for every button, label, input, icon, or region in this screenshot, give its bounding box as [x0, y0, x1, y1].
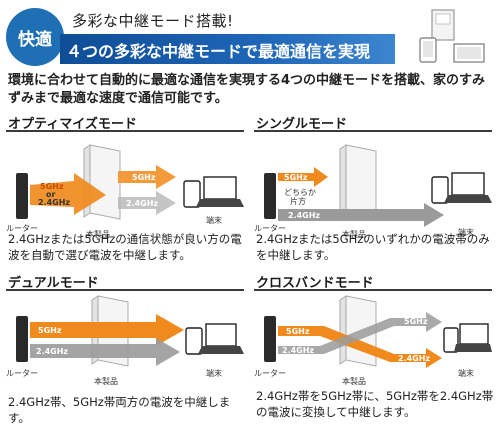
single-diagram: ルーター 本製品 5GHz どちらか 片方 2.4GHz 端末 [254, 144, 492, 239]
mode-panel-crossband: クロスバンドモード ルーター 本製品 5GHz 2.4GHz 5GHz 2.4G… [254, 272, 494, 432]
router-icon [264, 316, 276, 362]
crossband-diagram: ルーター 本製品 5GHz 2.4GHz 5GHz 2.4GHz 端末 [254, 295, 492, 386]
terminal-label: 端末 [458, 227, 474, 237]
dual-diagram: ルーター 本製品 5GHz 2.4GHz 端末 [6, 295, 244, 386]
mode-description: 2.4GHzまたは5GHzのいずれかの電波帯のみを中継します。 [256, 232, 490, 262]
phone-icon [443, 327, 459, 353]
laptop-icon [459, 323, 489, 345]
dual-5ghz-arrow [30, 314, 184, 346]
mode-title: シングルモード [256, 117, 348, 132]
router-icon [16, 316, 28, 362]
panel-divider [254, 130, 492, 132]
cross-24to5-arrow [278, 312, 442, 354]
either-label-1: どちらか [284, 188, 316, 197]
in-5ghz-label: 5GHz [284, 173, 308, 182]
through-24ghz-label: 2.4GHz [288, 211, 320, 220]
product-label: 本製品 [94, 376, 118, 386]
mode-title: デュアルモード [8, 276, 99, 291]
intro-text: 環境に合わせて自動的に最適な通信を実現する4つの中継モードを搭載、家のすみずみま… [8, 73, 486, 106]
cross-in-5ghz-label: 5GHz [286, 327, 310, 336]
out-24ghz-arrow [118, 191, 176, 215]
router-icon [264, 173, 276, 219]
laptop-icon [205, 323, 237, 347]
router-label: ルーター [6, 224, 38, 233]
product-label: 本製品 [342, 229, 366, 239]
mode-title: クロスバンドモード [256, 276, 374, 291]
mode-panel-optimize: オプティマイズモード ルーター 本製品 5GHz or 2.4GHz 5GHz … [6, 113, 246, 273]
cross-5to24-arrow [278, 326, 442, 368]
phone-icon [185, 327, 203, 355]
panel-divider [6, 130, 244, 132]
laptop-icon [203, 176, 237, 200]
product-icon [89, 144, 121, 220]
mode-description: 2.4GHz帯を5GHz帯に、5GHz帯を2.4GHz帯の電波に変換して中継しま… [256, 389, 494, 419]
panel-divider [254, 289, 492, 291]
mode-description: 2.4GHzまたは5GHzの通信状態が良い方の電波を自動で選び電波を中継します。 [8, 232, 242, 262]
through-24ghz-arrow [278, 203, 444, 227]
phone-icon [431, 176, 449, 204]
headline-bar [60, 34, 395, 64]
dual-24ghz-arrow [30, 338, 180, 366]
terminal-label: 端末 [206, 368, 222, 378]
laptop-icon [451, 172, 485, 196]
g24-label: 2.4GHz [38, 198, 70, 207]
g5-label: 5GHz [40, 182, 64, 191]
comfort-badge: 快適 [6, 8, 64, 66]
panel-divider [6, 289, 244, 291]
mode-panel-dual: デュアルモード ルーター 本製品 5GHz 2.4GHz 端末 2.4GHz帯、… [6, 272, 246, 432]
product-icon [345, 144, 377, 220]
cross-out-24ghz-label: 2.4GHz [398, 354, 430, 363]
mode-title: オプティマイズモード [8, 117, 137, 132]
cross-in-24ghz-label: 2.4GHz [282, 346, 314, 355]
terminal-label: 端末 [206, 215, 222, 225]
dual-5ghz-label: 5GHz [38, 326, 62, 335]
out-5ghz-label: 5GHz [132, 173, 156, 182]
out-5ghz-arrow [118, 165, 176, 189]
mode-description: 2.4GHz帯、5GHz帯両方の電波を中継します。 [8, 395, 231, 425]
header: 快適 多彩な中継モード搭載! ４つの多彩な中継モードで最適通信を実現 [0, 0, 500, 70]
product-label: 本製品 [86, 229, 110, 239]
phone-icon [183, 180, 201, 208]
headline: ４つの多彩な中継モードで最適通信を実現 [66, 42, 371, 61]
dual-24ghz-label: 2.4GHz [36, 347, 68, 356]
incoming-arrow [30, 173, 106, 215]
router-label: ルーター [254, 369, 286, 378]
in-5ghz-arrow [278, 167, 328, 187]
devices-icon [419, 9, 485, 63]
terminal-label: 端末 [458, 368, 474, 378]
optimize-diagram: ルーター 本製品 5GHz or 2.4GHz 5GHz 2.4GHz 端末 [6, 144, 244, 239]
router-icon [16, 173, 28, 219]
out-24ghz-label: 2.4GHz [126, 199, 158, 208]
cross-out-5ghz-label: 5GHz [404, 317, 428, 326]
or-label: or [46, 190, 55, 199]
either-label-2: 片方 [290, 196, 306, 206]
mode-panel-single: シングルモード ルーター 本製品 5GHz どちらか 片方 2.4GHz 端末 … [254, 113, 494, 273]
kicker-text: 多彩な中継モード搭載! [72, 12, 234, 30]
product-label: 本製品 [342, 376, 366, 386]
router-label: ルーター [254, 224, 286, 233]
router-label: ルーター [6, 369, 38, 378]
